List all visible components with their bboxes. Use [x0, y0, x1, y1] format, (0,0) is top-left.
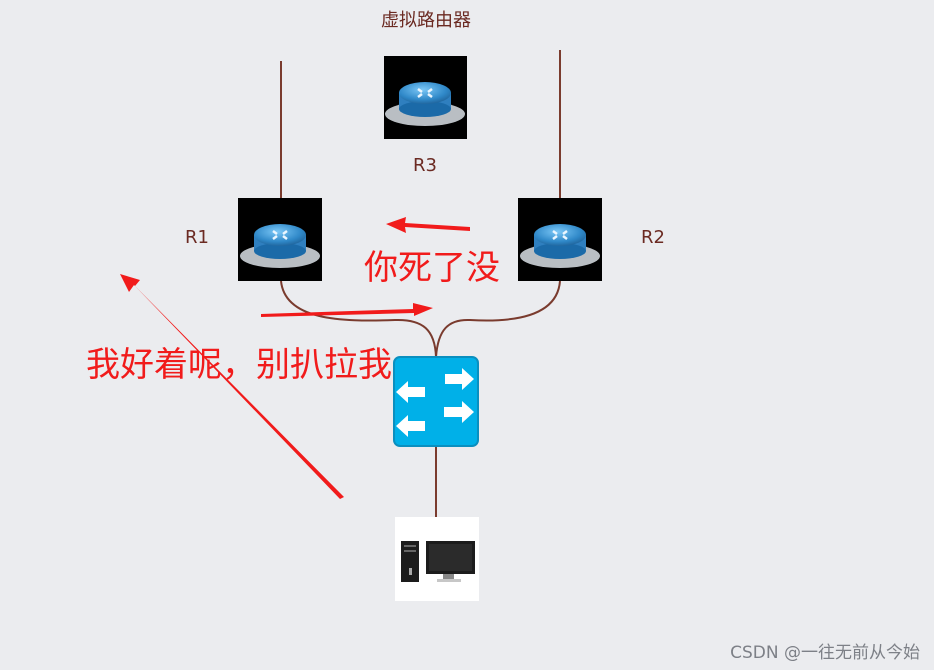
arrow-right [261, 303, 433, 317]
arrow-left [386, 217, 470, 233]
link-r1-switch [280, 280, 437, 358]
pc[interactable] [395, 517, 479, 601]
virtual-router-label: 虚拟路由器 [381, 10, 471, 31]
links [280, 50, 561, 517]
router-r1[interactable] [238, 198, 322, 281]
router-icon [240, 224, 320, 268]
arrow-diagonal [120, 274, 344, 499]
router-r3[interactable] [384, 56, 467, 139]
pc-icon [401, 541, 475, 582]
annotation-arrows [120, 217, 470, 499]
watermark: CSDN @一往无前从今始 [730, 643, 920, 663]
router-r2[interactable] [518, 198, 602, 281]
switch-arrows [396, 368, 474, 437]
router-icon [385, 82, 465, 126]
annotation-top-note: 你死了没 [364, 248, 500, 288]
router-icon [520, 224, 600, 268]
router-r1-label: R1 [185, 227, 209, 248]
annotation-left-note: 我好着呢，别扒拉我 [86, 345, 392, 385]
link-r2-switch [435, 280, 561, 358]
router-r2-label: R2 [641, 227, 665, 248]
router-r3-label: R3 [413, 155, 437, 176]
switch[interactable] [393, 356, 479, 447]
